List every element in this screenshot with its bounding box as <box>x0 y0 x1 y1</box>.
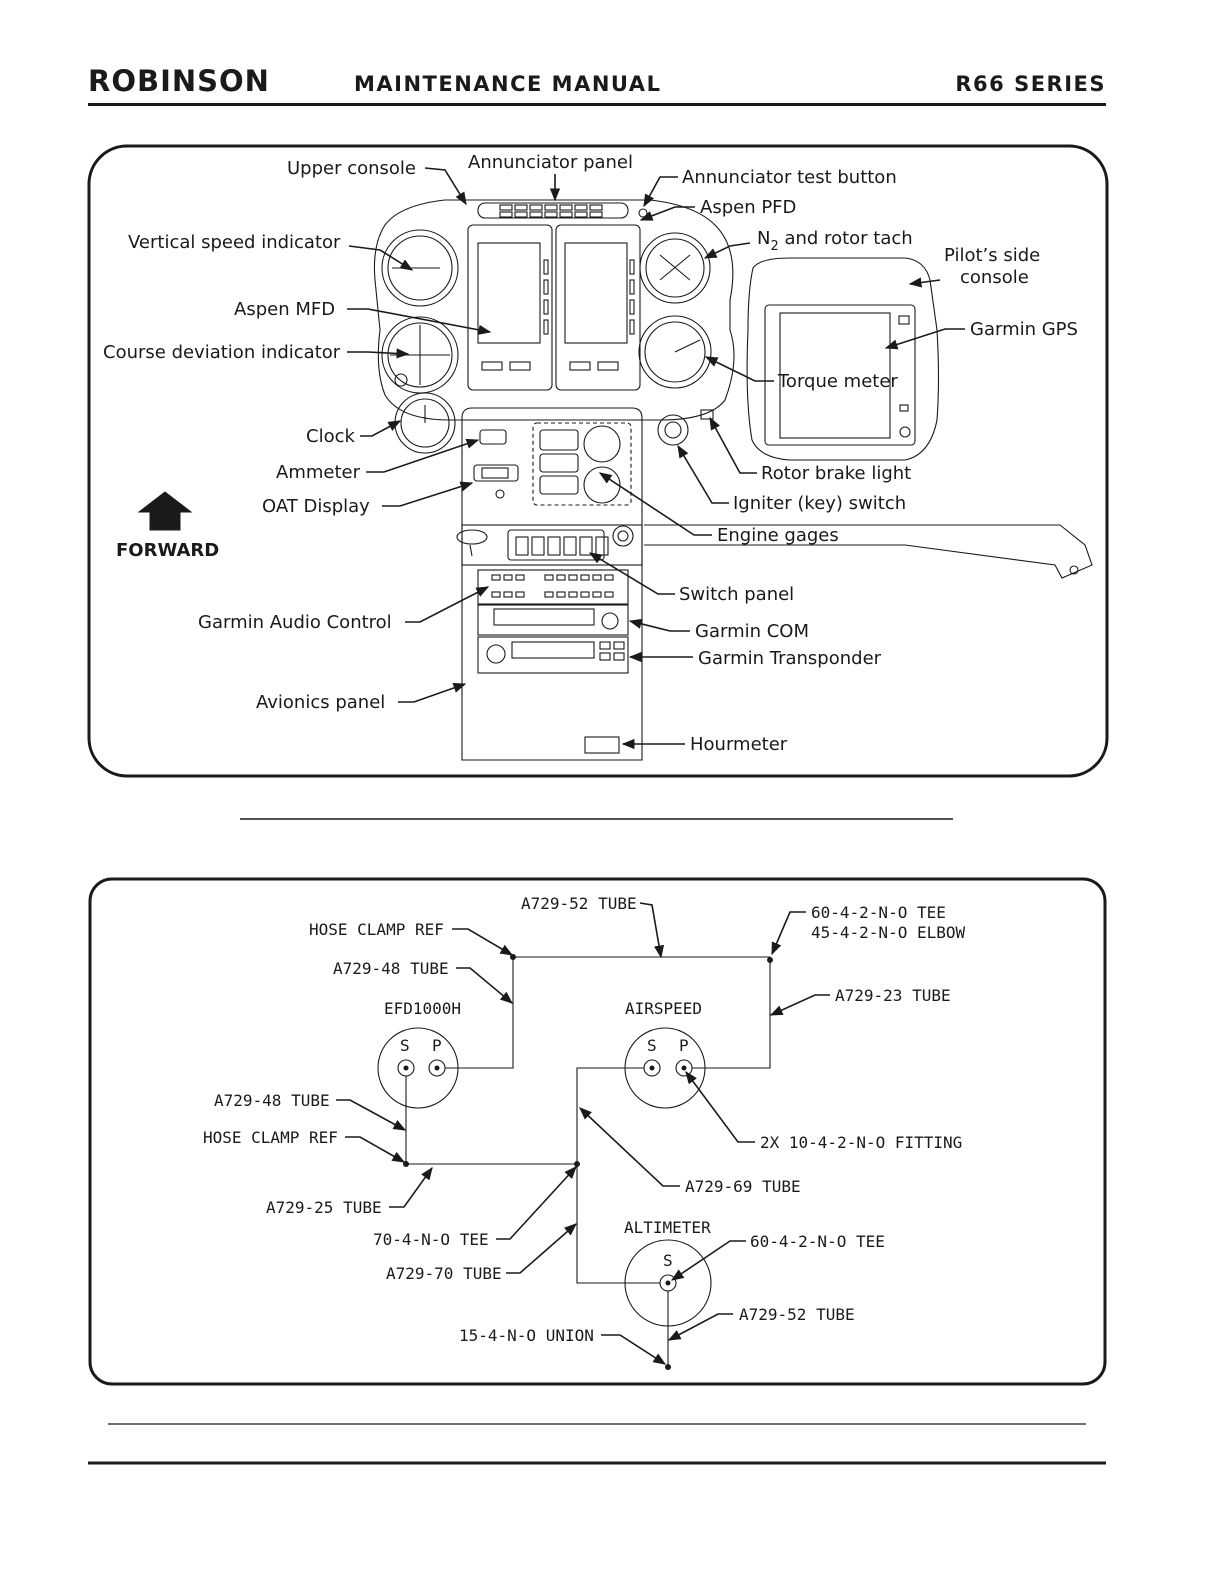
label-garmin-gps: Garmin GPS <box>970 319 1078 340</box>
label-aspen-mfd: Aspen MFD <box>234 299 335 320</box>
label-garmin-transponder: Garmin Transponder <box>698 648 882 669</box>
label-forward: FORWARD <box>116 540 219 561</box>
label-pilots-side-console-1: Pilot’s side <box>944 245 1040 266</box>
label-altimeter: ALTIMETER <box>624 1218 711 1237</box>
label-garmin-com: Garmin COM <box>695 621 809 642</box>
label-efd-p-port: P <box>432 1036 442 1055</box>
label-airspeed: AIRSPEED <box>625 999 702 1018</box>
label-tee-60-4-2-alt: 60-4-2-N-O TEE <box>750 1232 885 1251</box>
label-efd1000h: EFD1000H <box>384 999 461 1018</box>
label-garmin-audio-control: Garmin Audio Control <box>198 612 392 633</box>
panel-figure-frame <box>87 144 1109 778</box>
label-course-deviation-indicator: Course deviation indicator <box>103 342 341 363</box>
page-header: ROBINSON MAINTENANCE MANUAL R66 SERIES <box>88 64 1106 108</box>
label-efd-s-port: S <box>400 1036 410 1055</box>
label-aspen-pfd: Aspen PFD <box>700 197 796 218</box>
label-vertical-speed-indicator: Vertical speed indicator <box>128 232 341 253</box>
label-hose-clamp-ref-top: HOSE CLAMP REF <box>309 920 444 939</box>
label-a729-70-tube: A729-70 TUBE <box>386 1264 502 1283</box>
plumbing-figure-frame <box>88 877 1107 1386</box>
label-hose-clamp-ref-left: HOSE CLAMP REF <box>203 1128 338 1147</box>
label-ammeter: Ammeter <box>276 462 361 483</box>
label-a729-23-tube: A729-23 TUBE <box>835 986 951 1005</box>
label-a729-52-tube-bottom: A729-52 TUBE <box>739 1305 855 1324</box>
label-a729-69-tube: A729-69 TUBE <box>685 1177 801 1196</box>
label-hourmeter: Hourmeter <box>690 734 788 755</box>
label-switch-panel: Switch panel <box>679 584 794 605</box>
label-airspeed-p-port: P <box>679 1036 689 1055</box>
label-airspeed-s-port: S <box>647 1036 657 1055</box>
label-clock: Clock <box>306 426 355 447</box>
label-a729-25-tube: A729-25 TUBE <box>266 1198 382 1217</box>
label-oat-display: OAT Display <box>262 496 370 517</box>
label-pilots-side-console-2: console <box>960 267 1029 288</box>
label-tee-60-4-2: 60-4-2-N-O TEE <box>811 903 946 922</box>
label-elbow-45-4-2: 45-4-2-N-O ELBOW <box>811 923 965 942</box>
label-torque-meter: Torque meter <box>777 371 898 392</box>
header-rule <box>88 103 1106 106</box>
label-tee-70-4: 70-4-N-O TEE <box>373 1230 489 1249</box>
manual-title: MAINTENANCE MANUAL <box>354 72 662 96</box>
label-annunciator-test-button: Annunciator test button <box>682 167 897 188</box>
label-a729-48-tube-top: A729-48 TUBE <box>333 959 449 978</box>
label-engine-gages: Engine gages <box>717 525 839 546</box>
label-igniter-switch: Igniter (key) switch <box>733 493 906 514</box>
label-upper-console: Upper console <box>287 158 416 179</box>
label-altimeter-s-port: S <box>663 1251 673 1270</box>
label-a729-48-tube-left: A729-48 TUBE <box>214 1091 330 1110</box>
label-a729-52-tube-top: A729-52 TUBE <box>521 894 637 913</box>
label-rotor-brake-light: Rotor brake light <box>761 463 911 484</box>
label-n2-rotor-tach: N2 and rotor tach <box>757 228 913 254</box>
label-union-15-4: 15-4-N-O UNION <box>459 1326 594 1345</box>
brand-logo-text: ROBINSON <box>88 64 270 98</box>
series-label: R66 SERIES <box>955 72 1106 96</box>
label-annunciator-panel: Annunciator panel <box>468 152 633 173</box>
label-avionics-panel: Avionics panel <box>256 692 385 713</box>
label-fitting-2x: 2X 10-4-2-N-O FITTING <box>760 1133 962 1152</box>
